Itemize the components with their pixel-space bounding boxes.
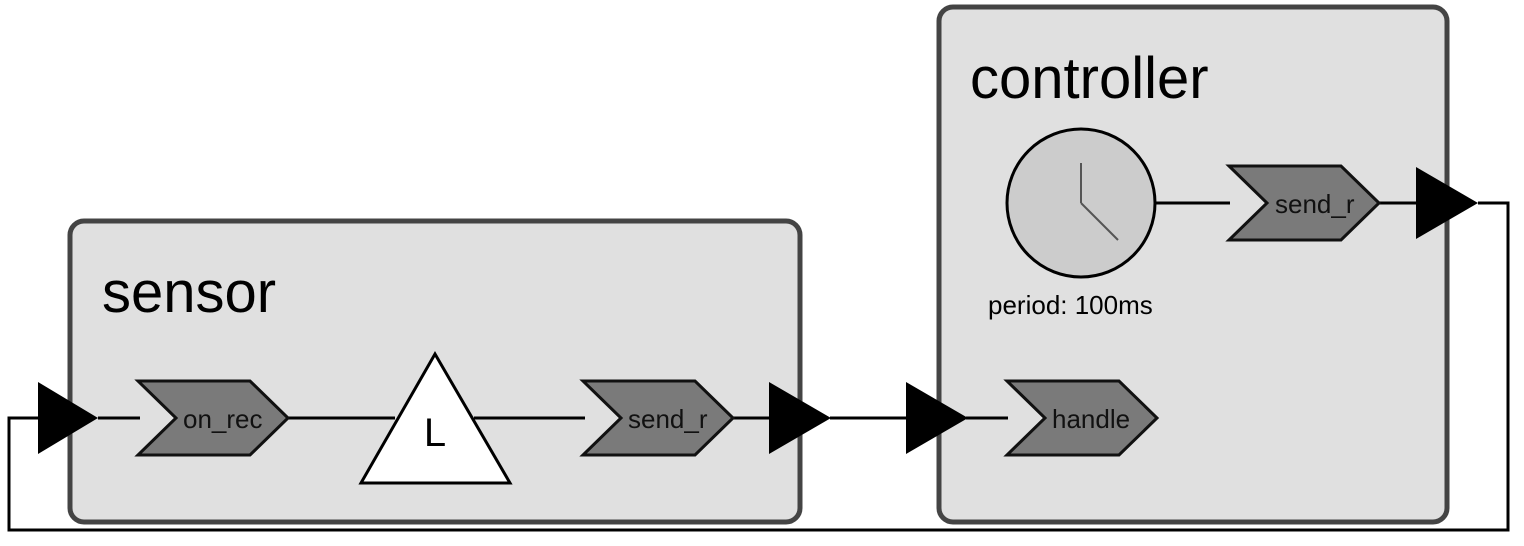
sensor-send-reaction-shape xyxy=(579,379,736,457)
logical-action[interactable]: L xyxy=(358,351,513,485)
logical-action-label: L xyxy=(424,411,446,455)
sensor-send-reaction-label: send_r xyxy=(628,404,708,434)
timer-period-label: period: 100ms xyxy=(988,290,1153,320)
sensor-input-port[interactable] xyxy=(38,382,98,454)
handle-reaction-shape xyxy=(1003,379,1160,457)
sensor-output-port[interactable] xyxy=(769,382,831,454)
sensor-send-reaction[interactable]: send_r xyxy=(579,379,736,457)
feedback-connection xyxy=(7,201,1510,532)
controller-title: controller xyxy=(970,46,1209,111)
clock-minute-hand xyxy=(1080,202,1119,241)
controller-send-reaction[interactable]: send_r xyxy=(1225,164,1382,242)
controller-input-port[interactable] xyxy=(906,382,968,454)
timer[interactable]: period: 100ms xyxy=(988,127,1157,320)
handle-reaction[interactable]: handle xyxy=(1003,379,1160,457)
handle-reaction-label: handle xyxy=(1052,404,1130,434)
controller-reactor[interactable]: controller xyxy=(936,4,1450,525)
controller-send-reaction-shape xyxy=(1225,164,1382,242)
controller-output-port[interactable] xyxy=(1416,167,1478,239)
on-request-reaction-shape xyxy=(134,379,291,457)
controller-send-reaction-label: send_r xyxy=(1275,189,1355,219)
logical-action-triangle xyxy=(358,351,513,485)
on-request-reaction-label: on_rec xyxy=(183,404,263,434)
on-request-reaction[interactable]: on_rec xyxy=(134,379,291,457)
sensor-title: sensor xyxy=(102,260,276,325)
